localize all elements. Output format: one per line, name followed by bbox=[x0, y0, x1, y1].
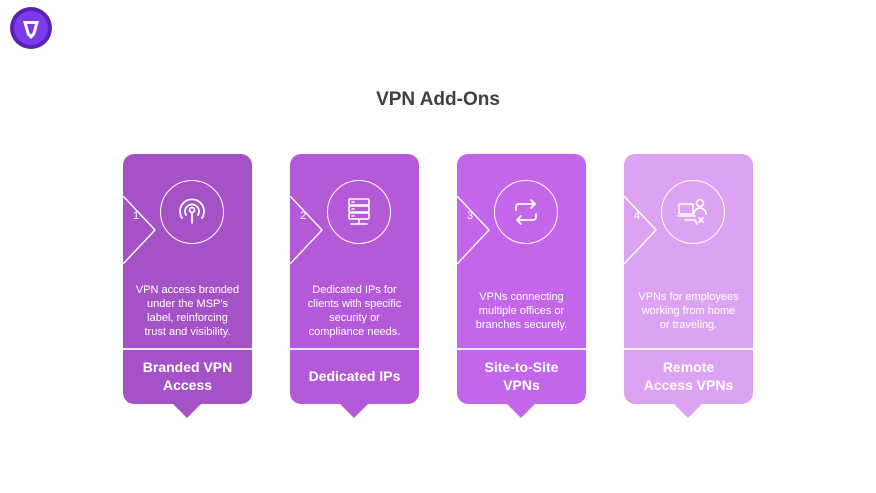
card-site-to-site-vpns: 3 VPNs connecting multiple offices or br… bbox=[457, 154, 586, 418]
card-dedicated-ips: 2 Dedicated IPs for clients with specifi… bbox=[290, 154, 419, 418]
card-pointer bbox=[505, 402, 537, 418]
card-label: Site-to-Site VPNs bbox=[484, 359, 559, 393]
step-number: 4 bbox=[634, 210, 641, 222]
card-label: Branded VPN Access bbox=[142, 359, 233, 393]
card-description: VPNs for employees working from home or … bbox=[638, 291, 739, 331]
card-notch bbox=[457, 196, 490, 264]
card-description: VPN access branded under the MSP's label… bbox=[135, 284, 240, 338]
card-divider bbox=[624, 348, 753, 350]
icon-ring bbox=[494, 180, 558, 244]
step-number: 3 bbox=[467, 210, 474, 222]
card-label: Dedicated IPs bbox=[308, 368, 401, 384]
card-notch bbox=[624, 196, 657, 264]
icon-ring bbox=[661, 180, 725, 244]
card-description: VPNs connecting multiple offices or bran… bbox=[475, 291, 568, 331]
card-divider bbox=[123, 348, 252, 350]
icon-ring bbox=[327, 180, 391, 244]
card-notch bbox=[290, 196, 323, 264]
sync-arrows-icon bbox=[515, 199, 537, 225]
card-branded-vpn-access: 1 VPN access branded under the MSP's lab… bbox=[123, 154, 252, 418]
card-label: Remote Access VPNs bbox=[643, 359, 734, 393]
page-title: VPN Add-Ons bbox=[376, 89, 500, 110]
card-pointer bbox=[672, 402, 704, 418]
card-description: Dedicated IPs for clients with specific … bbox=[307, 284, 402, 338]
step-number: 2 bbox=[300, 210, 307, 222]
step-number: 1 bbox=[133, 210, 140, 222]
brand-logo[interactable] bbox=[9, 6, 53, 50]
card-pointer bbox=[338, 402, 370, 418]
card-notch bbox=[123, 196, 156, 264]
card-pointer bbox=[171, 402, 203, 418]
card-divider bbox=[457, 348, 586, 350]
access-point-lock-icon bbox=[179, 198, 205, 224]
server-stack-icon bbox=[348, 198, 370, 225]
card-divider bbox=[290, 348, 419, 350]
remote-worker-icon bbox=[677, 198, 707, 225]
card-remote-access-vpns: 4 VPNs for employees working from home o… bbox=[624, 154, 753, 418]
icon-ring bbox=[160, 180, 224, 244]
